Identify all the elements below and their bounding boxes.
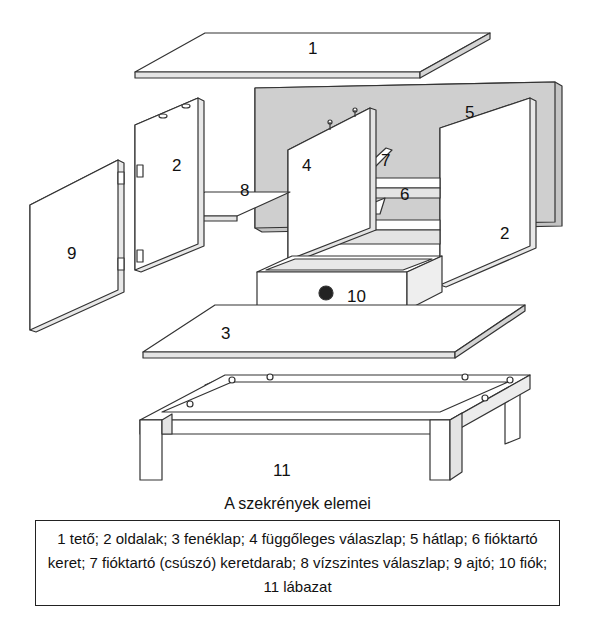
callout-number: 3 — [221, 325, 230, 342]
callout-number: 11 — [273, 462, 291, 479]
callout-number: 10 — [347, 288, 366, 305]
legend-box: 1 tető; 2 oldalak; 3 fenéklap; 4 függőle… — [35, 520, 560, 606]
legend-text: 1 tető; 2 oldalak; 3 fenéklap; 4 függőle… — [48, 530, 547, 595]
figure-caption: A szekrények elemei — [0, 495, 595, 513]
callout-number: 8 — [240, 182, 249, 199]
callout-number: 2 — [500, 225, 509, 242]
callout-number: 4 — [302, 157, 311, 174]
callout-number: 7 — [381, 152, 390, 169]
callout-number: 5 — [465, 104, 474, 121]
callout-number: 9 — [67, 245, 76, 262]
callout-number: 2 — [172, 157, 181, 174]
callout-number: 1 — [308, 40, 317, 57]
callout-number: 6 — [400, 186, 409, 203]
